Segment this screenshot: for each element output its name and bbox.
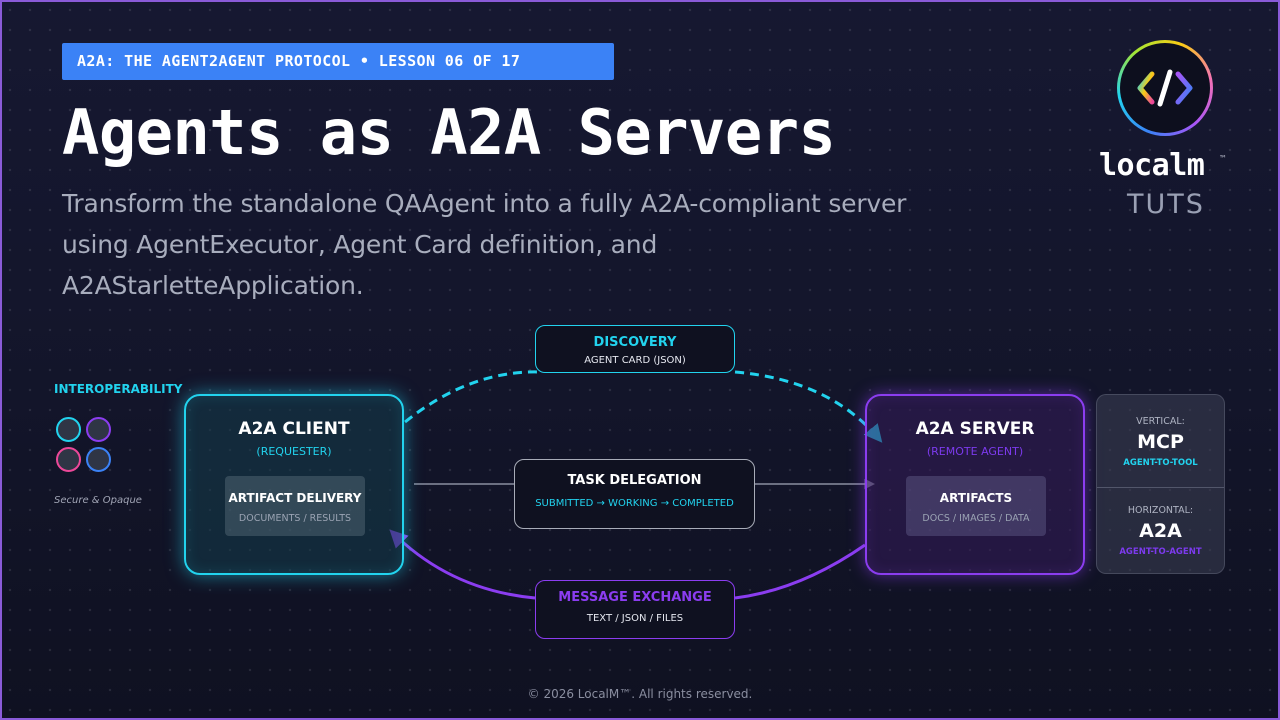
client-title: A2A CLIENT bbox=[238, 419, 350, 439]
brand-logo: localm ™ TUTS bbox=[1092, 38, 1242, 228]
client-subtitle: (REQUESTER) bbox=[256, 445, 332, 458]
horizontal-label: HORIZONTAL: bbox=[1127, 505, 1194, 516]
artifacts-card: ARTIFACTS DOCS / IMAGES / DATA bbox=[906, 476, 1046, 536]
panel-divider bbox=[1097, 487, 1224, 488]
logo-ring bbox=[1117, 40, 1213, 136]
a2a-client-box: A2A CLIENT (REQUESTER) ARTIFACT DELIVERY… bbox=[184, 394, 404, 575]
vertical-value: MCP bbox=[1137, 431, 1184, 453]
task-delegation-pill: TASK DELEGATION SUBMITTED → WORKING → CO… bbox=[514, 459, 755, 529]
code-brackets-icon bbox=[1120, 43, 1210, 133]
page-subtitle: Transform the standalone QAAgent into a … bbox=[62, 189, 907, 300]
vertical-label: VERTICAL: bbox=[1136, 416, 1185, 427]
code-brackets-icon-graphic bbox=[1137, 69, 1193, 107]
a2a-server-box: A2A SERVER (REMOTE AGENT) ARTIFACTS DOCS… bbox=[865, 394, 1085, 575]
message-subtitle: TEXT / JSON / FILES bbox=[586, 613, 684, 624]
horizontal-value: A2A bbox=[1139, 520, 1182, 542]
interop-dot-cyan bbox=[56, 417, 81, 442]
artifact-delivery-card: ARTIFACT DELIVERY DOCUMENTS / RESULTS bbox=[225, 476, 365, 536]
discovery-title: DISCOVERY bbox=[593, 335, 677, 350]
interop-dot-pink bbox=[56, 447, 81, 472]
artifacts-title: ARTIFACTS bbox=[939, 491, 1013, 505]
task-title: TASK DELEGATION bbox=[567, 473, 702, 488]
server-title: A2A SERVER bbox=[915, 419, 1035, 439]
interop-note: Secure & Opaque bbox=[54, 495, 142, 506]
page-title: Agents as A2A Servers bbox=[62, 96, 836, 169]
server-subtitle: (REMOTE AGENT) bbox=[926, 445, 1024, 458]
logo-tagline: TUTS bbox=[1127, 189, 1205, 220]
copyright-footer: © 2026 LocalM™. All rights reserved. bbox=[527, 687, 753, 701]
artifacts-subtitle: DOCS / IMAGES / DATA bbox=[922, 513, 1030, 524]
artifact-delivery-title: ARTIFACT DELIVERY bbox=[228, 491, 362, 505]
message-arc bbox=[392, 532, 866, 600]
vertical-desc: AGENT-TO-TOOL bbox=[1123, 458, 1198, 468]
protocol-comparison-panel: VERTICAL: MCP AGENT-TO-TOOL HORIZONTAL: … bbox=[1096, 394, 1225, 574]
message-title: MESSAGE EXCHANGE bbox=[558, 590, 712, 605]
task-flow: SUBMITTED → WORKING → COMPLETED bbox=[535, 498, 734, 509]
logo-trademark: ™ bbox=[1219, 154, 1227, 163]
horizontal-desc: AGENT-TO-AGENT bbox=[1119, 547, 1202, 557]
interop-dot-purple bbox=[86, 417, 111, 442]
discovery-arc bbox=[404, 370, 880, 440]
logo-wordmark: localm bbox=[1099, 148, 1205, 183]
message-exchange-pill: MESSAGE EXCHANGE TEXT / JSON / FILES bbox=[535, 580, 735, 639]
interop-title: INTEROPERABILITY bbox=[54, 382, 183, 396]
lesson-badge: A2A: THE AGENT2AGENT PROTOCOL • LESSON 0… bbox=[62, 43, 614, 80]
artifact-delivery-subtitle: DOCUMENTS / RESULTS bbox=[238, 513, 352, 524]
interop-dot-blue bbox=[86, 447, 111, 472]
discovery-pill: DISCOVERY AGENT CARD (JSON) bbox=[535, 325, 735, 373]
discovery-subtitle: AGENT CARD (JSON) bbox=[584, 355, 686, 366]
